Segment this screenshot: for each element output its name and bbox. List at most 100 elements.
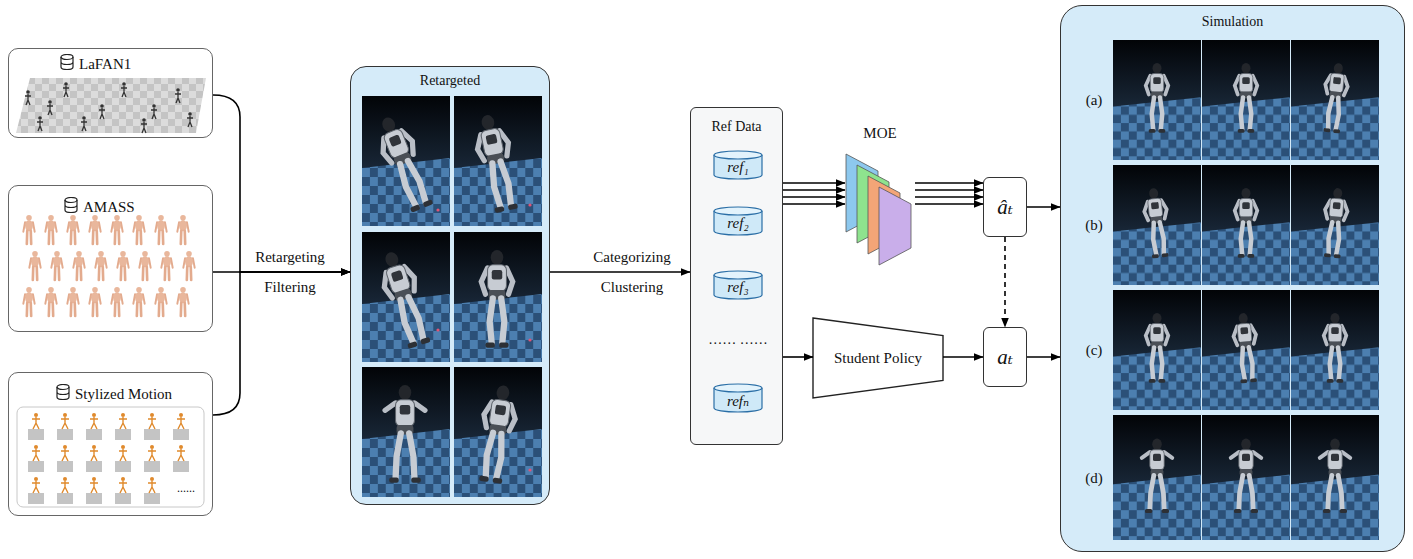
panel-label: (a) (1078, 90, 1110, 110)
sim-frame (1113, 40, 1201, 160)
simulation-gallery (1113, 40, 1379, 540)
robot-figure (1235, 63, 1258, 133)
human-figure (177, 287, 188, 316)
sim-frame (454, 96, 542, 226)
human-figure (111, 287, 122, 316)
cylinder-top (714, 271, 762, 279)
sim-frame (1291, 40, 1379, 160)
connector-arrow (783, 196, 845, 198)
mocap-figure (25, 90, 31, 105)
style-figure (86, 477, 102, 504)
style-figure (28, 477, 44, 504)
action-box: aₜ (983, 327, 1027, 387)
panel-label: (d) (1078, 468, 1110, 488)
robot-figure (1142, 187, 1172, 259)
panel-label: (b) (1078, 215, 1110, 235)
human-figure (67, 215, 78, 244)
sim-frame (1291, 290, 1379, 410)
dashed-arrow (1004, 237, 1006, 327)
node-text: refₙ (713, 389, 763, 412)
node-text: Simulation (1061, 11, 1404, 33)
retargeted-gallery (362, 96, 542, 497)
human-figure (23, 287, 34, 316)
node-text: Retargeted (351, 70, 549, 92)
style-figure (57, 413, 73, 440)
cylinder-top (714, 384, 762, 392)
style-figure (115, 413, 131, 440)
robot-figure (1146, 313, 1169, 383)
connector-arrow (783, 189, 845, 191)
connector-arrow (915, 182, 983, 184)
sim-frame (454, 232, 542, 362)
data-cylinder: ref₂ (713, 207, 763, 235)
node-text: Student Policy (819, 318, 937, 398)
mocap-figure (187, 112, 193, 127)
style-figure (28, 413, 44, 440)
sim-frame (1291, 165, 1379, 285)
data-cylinder: refₙ (713, 384, 763, 412)
amass-crowd (23, 215, 194, 316)
target-marker (436, 208, 439, 211)
human-figure (155, 215, 166, 244)
mocap-floor (16, 78, 206, 133)
style-figure (144, 413, 160, 440)
robot-figure (1321, 187, 1349, 258)
human-figure (23, 215, 34, 244)
node-text: âₜ (984, 178, 1026, 236)
connector-arrow (1027, 356, 1060, 358)
sim-frame (1113, 165, 1201, 285)
human-figure (67, 287, 78, 316)
human-figure (161, 251, 172, 280)
connector-arrow (783, 356, 813, 358)
target-marker (436, 328, 439, 331)
robot-figure (1231, 439, 1261, 513)
database-icon (57, 385, 69, 400)
human-figure (51, 251, 62, 280)
connector-arrow (783, 182, 845, 184)
human-figure (139, 251, 150, 280)
style-gallery (28, 413, 189, 504)
style-figure (86, 413, 102, 440)
connector-arrow (915, 203, 983, 205)
style-figure (144, 445, 160, 472)
human-figure (89, 287, 100, 316)
sim-frame (1202, 165, 1290, 285)
sim-frame (362, 232, 450, 362)
sim-frame (362, 367, 450, 497)
human-figure (89, 215, 100, 244)
robot-figure (1146, 63, 1169, 133)
style-figure (57, 477, 73, 504)
robot-figure (1320, 439, 1350, 513)
human-figure (117, 251, 128, 280)
sim-frame (1202, 40, 1290, 160)
robot-figure (385, 385, 425, 483)
connector-arrow (783, 203, 845, 205)
node-text: Ref Data (691, 116, 782, 138)
style-figure (86, 445, 102, 472)
robot-figure (1142, 439, 1172, 513)
stage-panel: Retargeted (350, 66, 550, 505)
style-figure (115, 445, 131, 472)
style-figure (173, 445, 189, 472)
mocap-figure (63, 82, 69, 97)
mocap-figure (47, 100, 53, 115)
connector-arrow (915, 189, 983, 191)
panel-label: (c) (1078, 340, 1110, 360)
sim-frame (1202, 290, 1290, 410)
connector-arrow (213, 95, 350, 272)
data-cylinder: ref₃ (713, 271, 763, 299)
database-icon (61, 55, 73, 70)
node-text: AMASS (83, 196, 208, 218)
sim-frame (1202, 415, 1290, 540)
mocap-figure (175, 88, 181, 103)
action-box: âₜ (983, 177, 1027, 237)
connector-arrow (550, 271, 690, 273)
dataset-box: AMASS (8, 185, 213, 332)
human-figure (177, 215, 188, 244)
node-text: ref₃ (713, 276, 763, 299)
sim-frame (1291, 415, 1379, 540)
target-marker (528, 468, 531, 471)
mocap-figure (81, 116, 87, 131)
robot-figure (1232, 312, 1260, 383)
